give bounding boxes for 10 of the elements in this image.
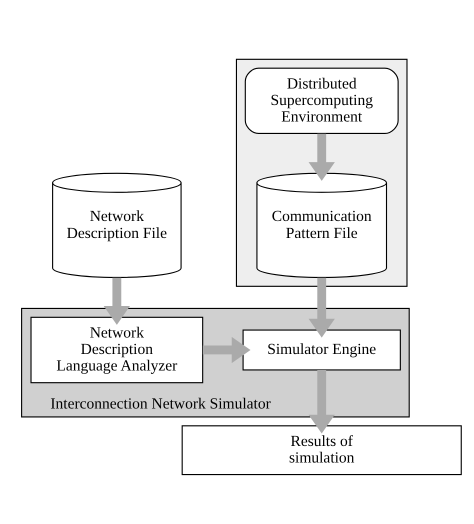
arrow xyxy=(308,369,335,433)
cluster xyxy=(236,58,408,286)
arrow xyxy=(202,336,251,363)
node-box: Simulator Engine xyxy=(242,329,401,370)
node-box: Results of simulation xyxy=(182,424,462,475)
arrow xyxy=(308,133,335,180)
arrow xyxy=(104,277,130,324)
node-box: Network Description Language Analyzer xyxy=(30,316,204,383)
node-box: Distributed Supercomputing Environment xyxy=(244,67,399,134)
arrow xyxy=(308,277,335,338)
